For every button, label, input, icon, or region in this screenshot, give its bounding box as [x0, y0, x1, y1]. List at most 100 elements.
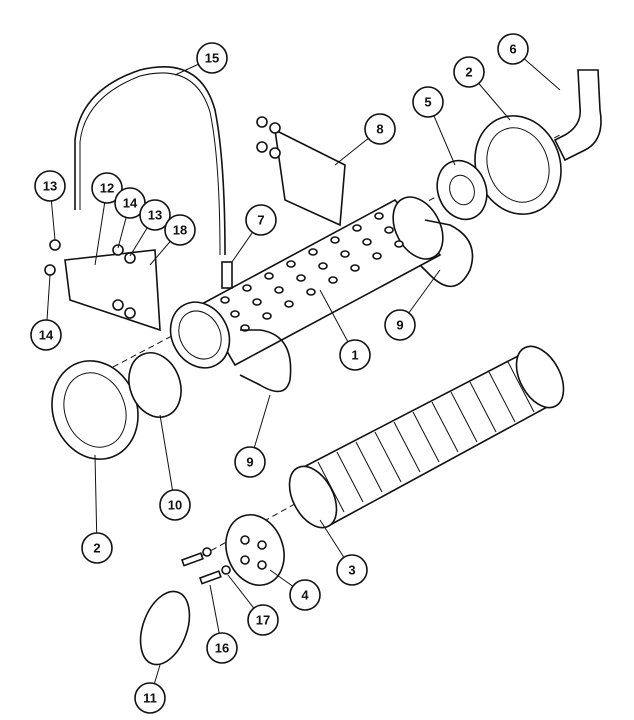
callout-housing-tube: 1	[319, 289, 371, 371]
pleat-line	[507, 361, 535, 413]
callout-washer-lower-left: 14	[30, 274, 62, 351]
port-hole	[296, 274, 306, 282]
callout-circle	[339, 339, 371, 371]
callout-number: 2	[93, 541, 100, 556]
callout-number: 9	[396, 318, 403, 333]
port-hole	[308, 248, 318, 256]
callout-filter-cartridge: 3	[319, 519, 368, 586]
nipple-fitting-7	[221, 261, 233, 289]
pleat-line	[469, 381, 497, 433]
bracket-18	[64, 249, 161, 332]
port-hole	[230, 310, 240, 318]
o-ring-11	[139, 590, 191, 666]
port-hole	[318, 262, 328, 270]
port-hole	[384, 226, 394, 234]
callout-circle	[134, 682, 166, 714]
pleat-line	[374, 431, 402, 483]
pleat-line	[336, 451, 364, 503]
callout-circle	[34, 170, 66, 202]
callout-number: 3	[348, 563, 355, 578]
port-hole	[264, 272, 274, 280]
port-hole	[372, 252, 382, 260]
housing-tube-1	[169, 196, 444, 369]
port-hole	[362, 238, 372, 246]
nuts-washers	[44, 116, 281, 319]
callout-number: 12	[100, 181, 114, 196]
callout-number: 17	[256, 613, 270, 628]
u-bolt-9-right	[419, 219, 474, 288]
callout-circle	[245, 204, 277, 236]
tube-15-inner	[79, 72, 221, 256]
callout-number: 7	[257, 213, 264, 228]
callout-number: 1	[351, 348, 358, 363]
pleat-line	[393, 421, 421, 473]
port-hole	[284, 300, 294, 308]
callout-circle	[196, 42, 228, 74]
port-hole	[252, 298, 262, 306]
callout-circle	[206, 632, 238, 664]
gasket-10	[128, 352, 182, 418]
callout-u-bolt-right: 9	[384, 269, 441, 341]
callout-screw: 16	[206, 584, 238, 664]
callout-elbow-fitting: 6	[497, 33, 561, 91]
tube-15	[74, 66, 226, 256]
callout-number: 9	[246, 455, 253, 470]
callout-number: 13	[43, 179, 57, 194]
callout-gasket: 10	[159, 414, 191, 521]
pleat-line	[317, 461, 345, 513]
callout-tube: 15	[174, 42, 228, 76]
callout-number: 8	[376, 122, 383, 137]
callout-circle	[453, 56, 485, 88]
callout-number: 13	[148, 208, 162, 223]
callout-number: 4	[301, 588, 309, 603]
screws-16-washers-17	[180, 547, 231, 585]
callout-circle	[364, 113, 396, 145]
callout-nipple-fitting: 7	[231, 204, 277, 263]
callout-circle	[412, 86, 444, 118]
callout-number: 11	[143, 691, 157, 706]
callout-circle	[164, 214, 196, 246]
callout-circle	[247, 604, 279, 636]
port-hole	[306, 288, 316, 296]
callout-circle	[497, 33, 529, 65]
callout-number: 10	[168, 498, 182, 513]
port-hole	[394, 240, 404, 248]
port-hole	[242, 284, 252, 292]
reducer-5	[436, 159, 488, 221]
callout-circle	[159, 489, 191, 521]
u-bolt-9-left	[239, 329, 292, 393]
callout-circle	[336, 554, 368, 586]
callout-circle	[91, 172, 123, 204]
callout-circle	[289, 579, 321, 611]
callout-nut-upper-left: 13	[34, 170, 66, 241]
pleat-line	[431, 401, 459, 453]
callout-union-nut-left: 2	[81, 454, 113, 564]
callout-circle	[139, 199, 171, 231]
port-hole	[350, 264, 360, 272]
pleat-line	[450, 391, 478, 443]
bracket-8	[273, 128, 346, 227]
end-cap-4	[225, 514, 285, 586]
port-hole	[340, 250, 350, 258]
callout-number: 16	[215, 641, 229, 656]
callout-number: 6	[509, 42, 516, 57]
callout-number: 14	[123, 196, 138, 211]
callout-number: 15	[205, 51, 219, 66]
callout-number: 5	[424, 95, 431, 110]
callout-o-ring: 11	[134, 664, 166, 714]
pleat-line	[488, 371, 516, 423]
callout-number: 14	[39, 328, 54, 343]
port-hole	[274, 286, 284, 294]
callout-end-cap: 4	[269, 569, 321, 611]
callout-washer: 17	[227, 574, 279, 636]
callout-mounting-bracket-right: 8	[334, 113, 396, 166]
port-hole	[330, 236, 340, 244]
port-hole	[328, 276, 338, 284]
callout-circle	[384, 309, 416, 341]
pleat-line	[355, 441, 383, 493]
callout-nut-upper: 13	[129, 199, 171, 257]
callout-circle	[30, 319, 62, 351]
callout-union-nut-right: 2	[453, 56, 511, 121]
callout-reducer-fitting: 5	[412, 86, 456, 166]
